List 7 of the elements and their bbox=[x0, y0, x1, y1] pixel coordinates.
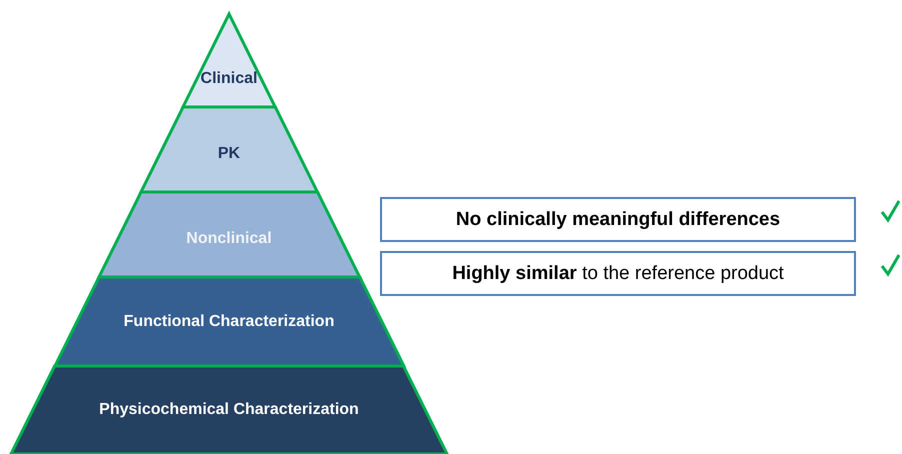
statement-box: Highly similar to the reference product bbox=[380, 251, 856, 296]
band-label: Functional Characterization bbox=[122, 312, 336, 332]
statement-box: No clinically meaningful differences bbox=[380, 197, 856, 242]
band-label: Nonclinical bbox=[185, 228, 273, 249]
band-label: Physicochemical Characterization bbox=[98, 400, 360, 420]
band-label: Clinical bbox=[200, 69, 258, 90]
band-label: PK bbox=[216, 144, 242, 164]
